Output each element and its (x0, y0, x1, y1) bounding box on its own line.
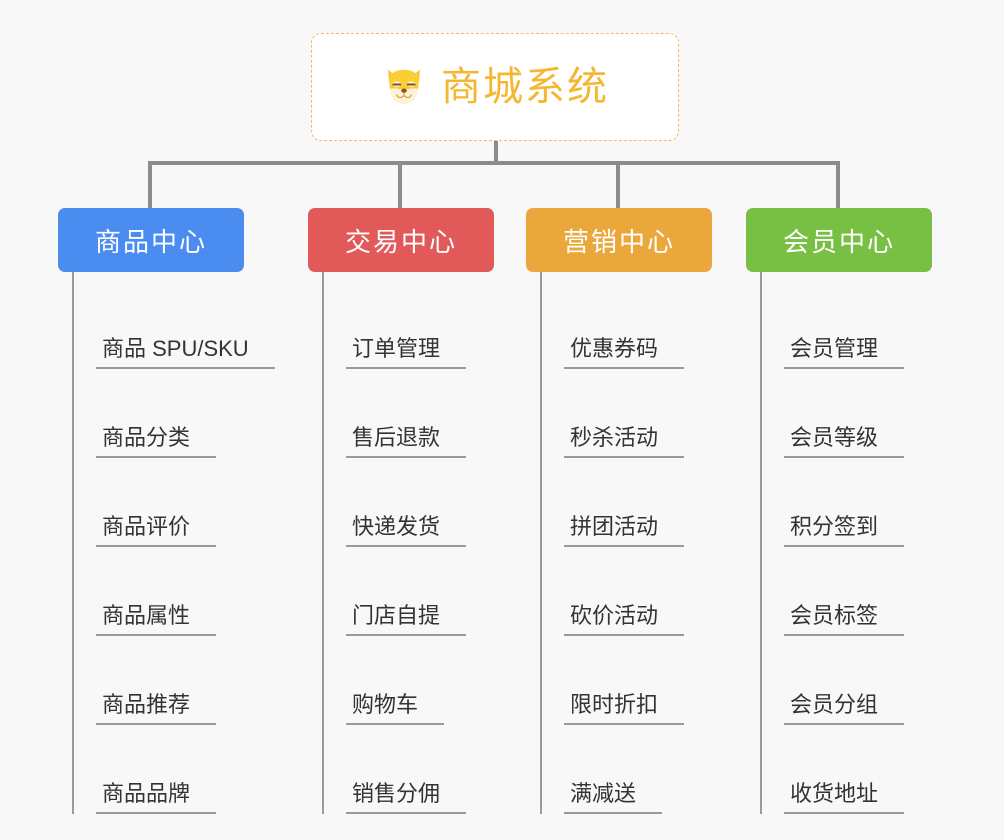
branch-items-product-center: 商品 SPU/SKU 商品分类 商品评价 商品属性 商品推荐 商品品牌 (72, 272, 275, 814)
leaf-label: 拼团活动 (564, 514, 685, 547)
list-item[interactable]: 商品 SPU/SKU (74, 280, 275, 369)
branch-items-trade-center: 订单管理 售后退款 快递发货 门店自提 购物车 销售分佣 (322, 272, 494, 814)
connector-horizontal-bus (148, 161, 840, 165)
list-item[interactable]: 会员管理 (762, 280, 932, 369)
list-item[interactable]: 收货地址 (762, 725, 932, 814)
list-item[interactable]: 商品品牌 (74, 725, 275, 814)
list-item[interactable]: 商品推荐 (74, 636, 275, 725)
leaf-label: 积分签到 (784, 514, 905, 547)
leaf-label: 会员分组 (784, 692, 905, 725)
branch-member-center: 会员中心 会员管理 会员等级 积分签到 会员标签 会员分组 收货地址 (746, 208, 932, 814)
leaf-label: 商品品牌 (96, 781, 217, 814)
list-item[interactable]: 销售分佣 (324, 725, 494, 814)
list-item[interactable]: 优惠券码 (542, 280, 712, 369)
branch-items-marketing-center: 优惠券码 秒杀活动 拼团活动 砍价活动 限时折扣 满减送 (540, 272, 712, 814)
branch-label: 营销中心 (562, 226, 675, 257)
branch-label: 商品中心 (94, 226, 207, 257)
list-item[interactable]: 限时折扣 (542, 636, 712, 725)
list-item[interactable]: 订单管理 (324, 280, 494, 369)
leaf-label: 售后退款 (346, 425, 467, 458)
leaf-label: 收货地址 (784, 781, 905, 814)
branch-header-member-center[interactable]: 会员中心 (746, 208, 932, 272)
list-item[interactable]: 售后退款 (324, 369, 494, 458)
list-item[interactable]: 快递发货 (324, 458, 494, 547)
branch-trade-center: 交易中心 订单管理 售后退款 快递发货 门店自提 购物车 销售分佣 (308, 208, 494, 814)
list-item[interactable]: 购物车 (324, 636, 494, 725)
list-item[interactable]: 秒杀活动 (542, 369, 712, 458)
leaf-label: 销售分佣 (346, 781, 467, 814)
leaf-label: 会员等级 (784, 425, 905, 458)
leaf-label: 订单管理 (346, 336, 467, 369)
list-item[interactable]: 拼团活动 (542, 458, 712, 547)
root-node[interactable]: 商城系统 (311, 33, 679, 141)
list-item[interactable]: 会员标签 (762, 547, 932, 636)
branch-label: 会员中心 (782, 226, 895, 257)
leaf-label: 商品属性 (96, 603, 217, 636)
list-item[interactable]: 积分签到 (762, 458, 932, 547)
shiba-dog-face-icon (388, 69, 420, 105)
list-item[interactable]: 会员等级 (762, 369, 932, 458)
root-title: 商城系统 (441, 65, 609, 109)
branch-header-product-center[interactable]: 商品中心 (58, 208, 244, 272)
list-item[interactable]: 商品分类 (74, 369, 275, 458)
connector-drop-2 (398, 161, 402, 208)
branch-marketing-center: 营销中心 优惠券码 秒杀活动 拼团活动 砍价活动 限时折扣 满减送 (526, 208, 712, 814)
leaf-label: 优惠券码 (564, 336, 685, 369)
leaf-label: 秒杀活动 (564, 425, 685, 458)
leaf-label: 快递发货 (346, 514, 467, 547)
list-item[interactable]: 会员分组 (762, 636, 932, 725)
list-item[interactable]: 商品属性 (74, 547, 275, 636)
leaf-label: 满减送 (564, 781, 663, 814)
leaf-label: 商品 SPU/SKU (96, 336, 275, 369)
leaf-label: 限时折扣 (564, 692, 685, 725)
branch-header-trade-center[interactable]: 交易中心 (308, 208, 494, 272)
connector-drop-4 (836, 161, 840, 208)
list-item[interactable]: 商品评价 (74, 458, 275, 547)
leaf-label: 商品分类 (96, 425, 217, 458)
list-item[interactable]: 门店自提 (324, 547, 494, 636)
list-item[interactable]: 砍价活动 (542, 547, 712, 636)
connector-root-stem (494, 141, 498, 165)
connector-drop-1 (148, 161, 152, 208)
branch-label: 交易中心 (344, 226, 457, 257)
connector-drop-3 (616, 161, 620, 208)
leaf-label: 会员标签 (784, 603, 905, 636)
branch-items-member-center: 会员管理 会员等级 积分签到 会员标签 会员分组 收货地址 (760, 272, 932, 814)
leaf-label: 会员管理 (784, 336, 905, 369)
leaf-label: 砍价活动 (564, 603, 685, 636)
leaf-label: 门店自提 (346, 603, 467, 636)
branch-product-center: 商品中心 商品 SPU/SKU 商品分类 商品评价 商品属性 商品推荐 商品品牌 (58, 208, 275, 814)
leaf-label: 商品推荐 (96, 692, 217, 725)
leaf-label: 商品评价 (96, 514, 217, 547)
list-item[interactable]: 满减送 (542, 725, 712, 814)
branch-header-marketing-center[interactable]: 营销中心 (526, 208, 712, 272)
leaf-label: 购物车 (346, 692, 445, 725)
